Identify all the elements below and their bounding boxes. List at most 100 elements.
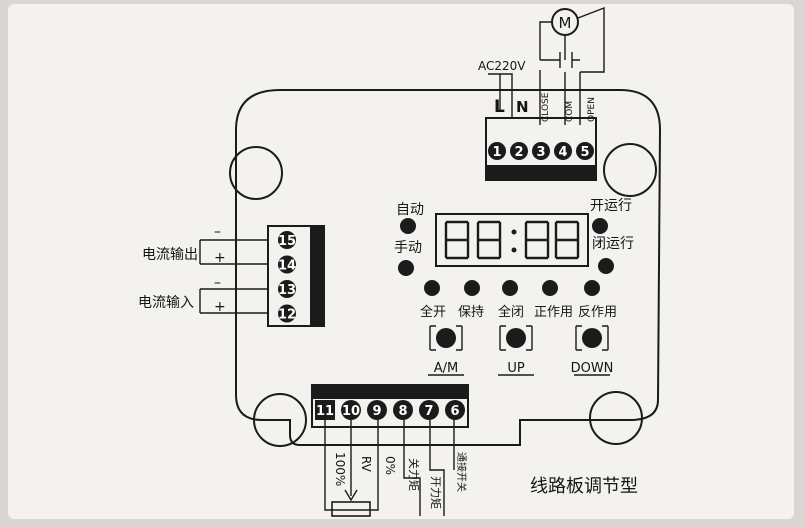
ac220v-label: AC220V bbox=[478, 59, 526, 73]
display-digit bbox=[524, 220, 550, 260]
bottom-terminal-number: 9 bbox=[372, 404, 381, 419]
minus-sign-out: – bbox=[214, 224, 221, 240]
board-outline bbox=[235, 89, 662, 446]
status-led bbox=[502, 280, 518, 296]
terminal-L-label: L bbox=[494, 97, 505, 117]
button-knob bbox=[436, 328, 456, 348]
auto-led bbox=[400, 218, 416, 234]
button-label: DOWN bbox=[571, 361, 614, 376]
left-terminal-15 bbox=[278, 231, 296, 249]
open-run-label: 开运行 bbox=[590, 198, 632, 214]
display-digit bbox=[444, 220, 470, 260]
top-terminal-2 bbox=[510, 142, 528, 160]
mount-hole-top-right bbox=[603, 143, 657, 197]
display-digit bbox=[476, 220, 502, 260]
status-led-label: 全开 bbox=[420, 304, 446, 320]
paper-card bbox=[8, 4, 794, 519]
status-led-label: 全闭 bbox=[498, 304, 524, 320]
mount-hole-bottom-right bbox=[589, 391, 643, 445]
status-led-row: 全开保持全闭正作用反作用 bbox=[420, 280, 617, 320]
bottom-terminal-9 bbox=[367, 400, 387, 420]
left-terminal-number: 15 bbox=[278, 234, 296, 249]
open-torque-label: 开力矩 bbox=[429, 476, 442, 509]
close-run-led bbox=[598, 258, 614, 274]
rv-label: RV bbox=[359, 456, 373, 473]
bottom-terminal-6 bbox=[445, 400, 465, 420]
led-display-frame bbox=[435, 213, 589, 267]
current-input-label: 电流输入 bbox=[138, 295, 194, 311]
capacitor-symbol bbox=[540, 52, 580, 68]
status-led bbox=[424, 280, 440, 296]
motor-label: M bbox=[559, 14, 572, 32]
button-label: A/M bbox=[434, 361, 459, 376]
manual-label: 手动 bbox=[394, 240, 422, 256]
display-colon-dot bbox=[511, 229, 517, 235]
left-terminal-number: 13 bbox=[278, 283, 296, 298]
close-torque-label: 关力矩 bbox=[407, 458, 421, 491]
top-terminal-number: 2 bbox=[514, 145, 523, 160]
plus-sign-in: + bbox=[214, 299, 226, 315]
left-terminal-number: 14 bbox=[278, 259, 296, 274]
common-switch-label: 通接开关 bbox=[455, 452, 468, 492]
mount-hole-top-left bbox=[229, 146, 283, 200]
button-down[interactable]: DOWN bbox=[571, 325, 614, 376]
bottom-terminal-base bbox=[312, 385, 468, 399]
bottom-terminal-number: 11 bbox=[316, 404, 334, 419]
motor-feed-wires bbox=[539, 70, 581, 125]
display-colon-dot bbox=[511, 247, 517, 253]
pct0-label: 0% bbox=[383, 456, 397, 475]
top-terminal-number: 1 bbox=[492, 145, 501, 160]
bottom-terminal-number: 10 bbox=[342, 404, 360, 419]
left-terminal-number: 12 bbox=[278, 308, 296, 323]
potentiometer-body bbox=[331, 501, 371, 517]
left-terminal-13 bbox=[278, 280, 296, 298]
com-label: COM bbox=[565, 101, 575, 122]
bottom-terminal-number: 6 bbox=[450, 404, 459, 419]
manual-led bbox=[398, 260, 414, 276]
status-led bbox=[584, 280, 600, 296]
plus-sign-out: + bbox=[214, 250, 226, 266]
torque-switch-wires bbox=[403, 420, 455, 516]
status-led-label: 保持 bbox=[458, 305, 484, 320]
bottom-terminal-number: 7 bbox=[424, 404, 433, 419]
terminal-N-label: N bbox=[516, 98, 529, 116]
status-led bbox=[464, 280, 480, 296]
left-terminal-group: 15 14 13 12 bbox=[278, 231, 296, 323]
top-terminal-base bbox=[486, 165, 596, 180]
left-terminal-base bbox=[310, 226, 324, 326]
open-run-led bbox=[592, 218, 608, 234]
top-terminal-number: 3 bbox=[536, 145, 545, 160]
top-terminal-4 bbox=[554, 142, 572, 160]
button-row: A/M UP DOWN bbox=[428, 325, 614, 376]
button-label: UP bbox=[507, 361, 525, 376]
button-bracket bbox=[575, 325, 609, 351]
potentiometer-wiper bbox=[344, 420, 358, 502]
button-up[interactable]: UP bbox=[498, 325, 534, 376]
pct100-label: 100% bbox=[333, 452, 347, 486]
display-digit bbox=[554, 220, 580, 260]
top-terminal-3 bbox=[532, 142, 550, 160]
left-wires bbox=[200, 239, 268, 314]
button-am[interactable]: A/M bbox=[428, 325, 464, 376]
board-title: 线路板调节型 bbox=[530, 476, 638, 497]
open-label: OPEN bbox=[587, 97, 597, 122]
button-knob bbox=[506, 328, 526, 348]
seven-segment-display bbox=[444, 220, 580, 260]
status-led bbox=[542, 280, 558, 296]
button-bracket bbox=[429, 325, 463, 351]
potentiometer-loop bbox=[324, 420, 379, 511]
bottom-terminal-7 bbox=[419, 400, 439, 420]
minus-sign-in: – bbox=[214, 275, 221, 291]
top-terminal-number: 4 bbox=[558, 145, 567, 160]
left-terminal-14 bbox=[278, 255, 296, 274]
top-terminal-1 bbox=[488, 142, 506, 160]
motor-wire-right bbox=[577, 6, 605, 73]
bottom-terminal-10 bbox=[341, 400, 361, 420]
ac-wires bbox=[488, 73, 513, 118]
status-led-label: 正作用 bbox=[534, 305, 573, 320]
top-terminal-5 bbox=[576, 142, 594, 160]
